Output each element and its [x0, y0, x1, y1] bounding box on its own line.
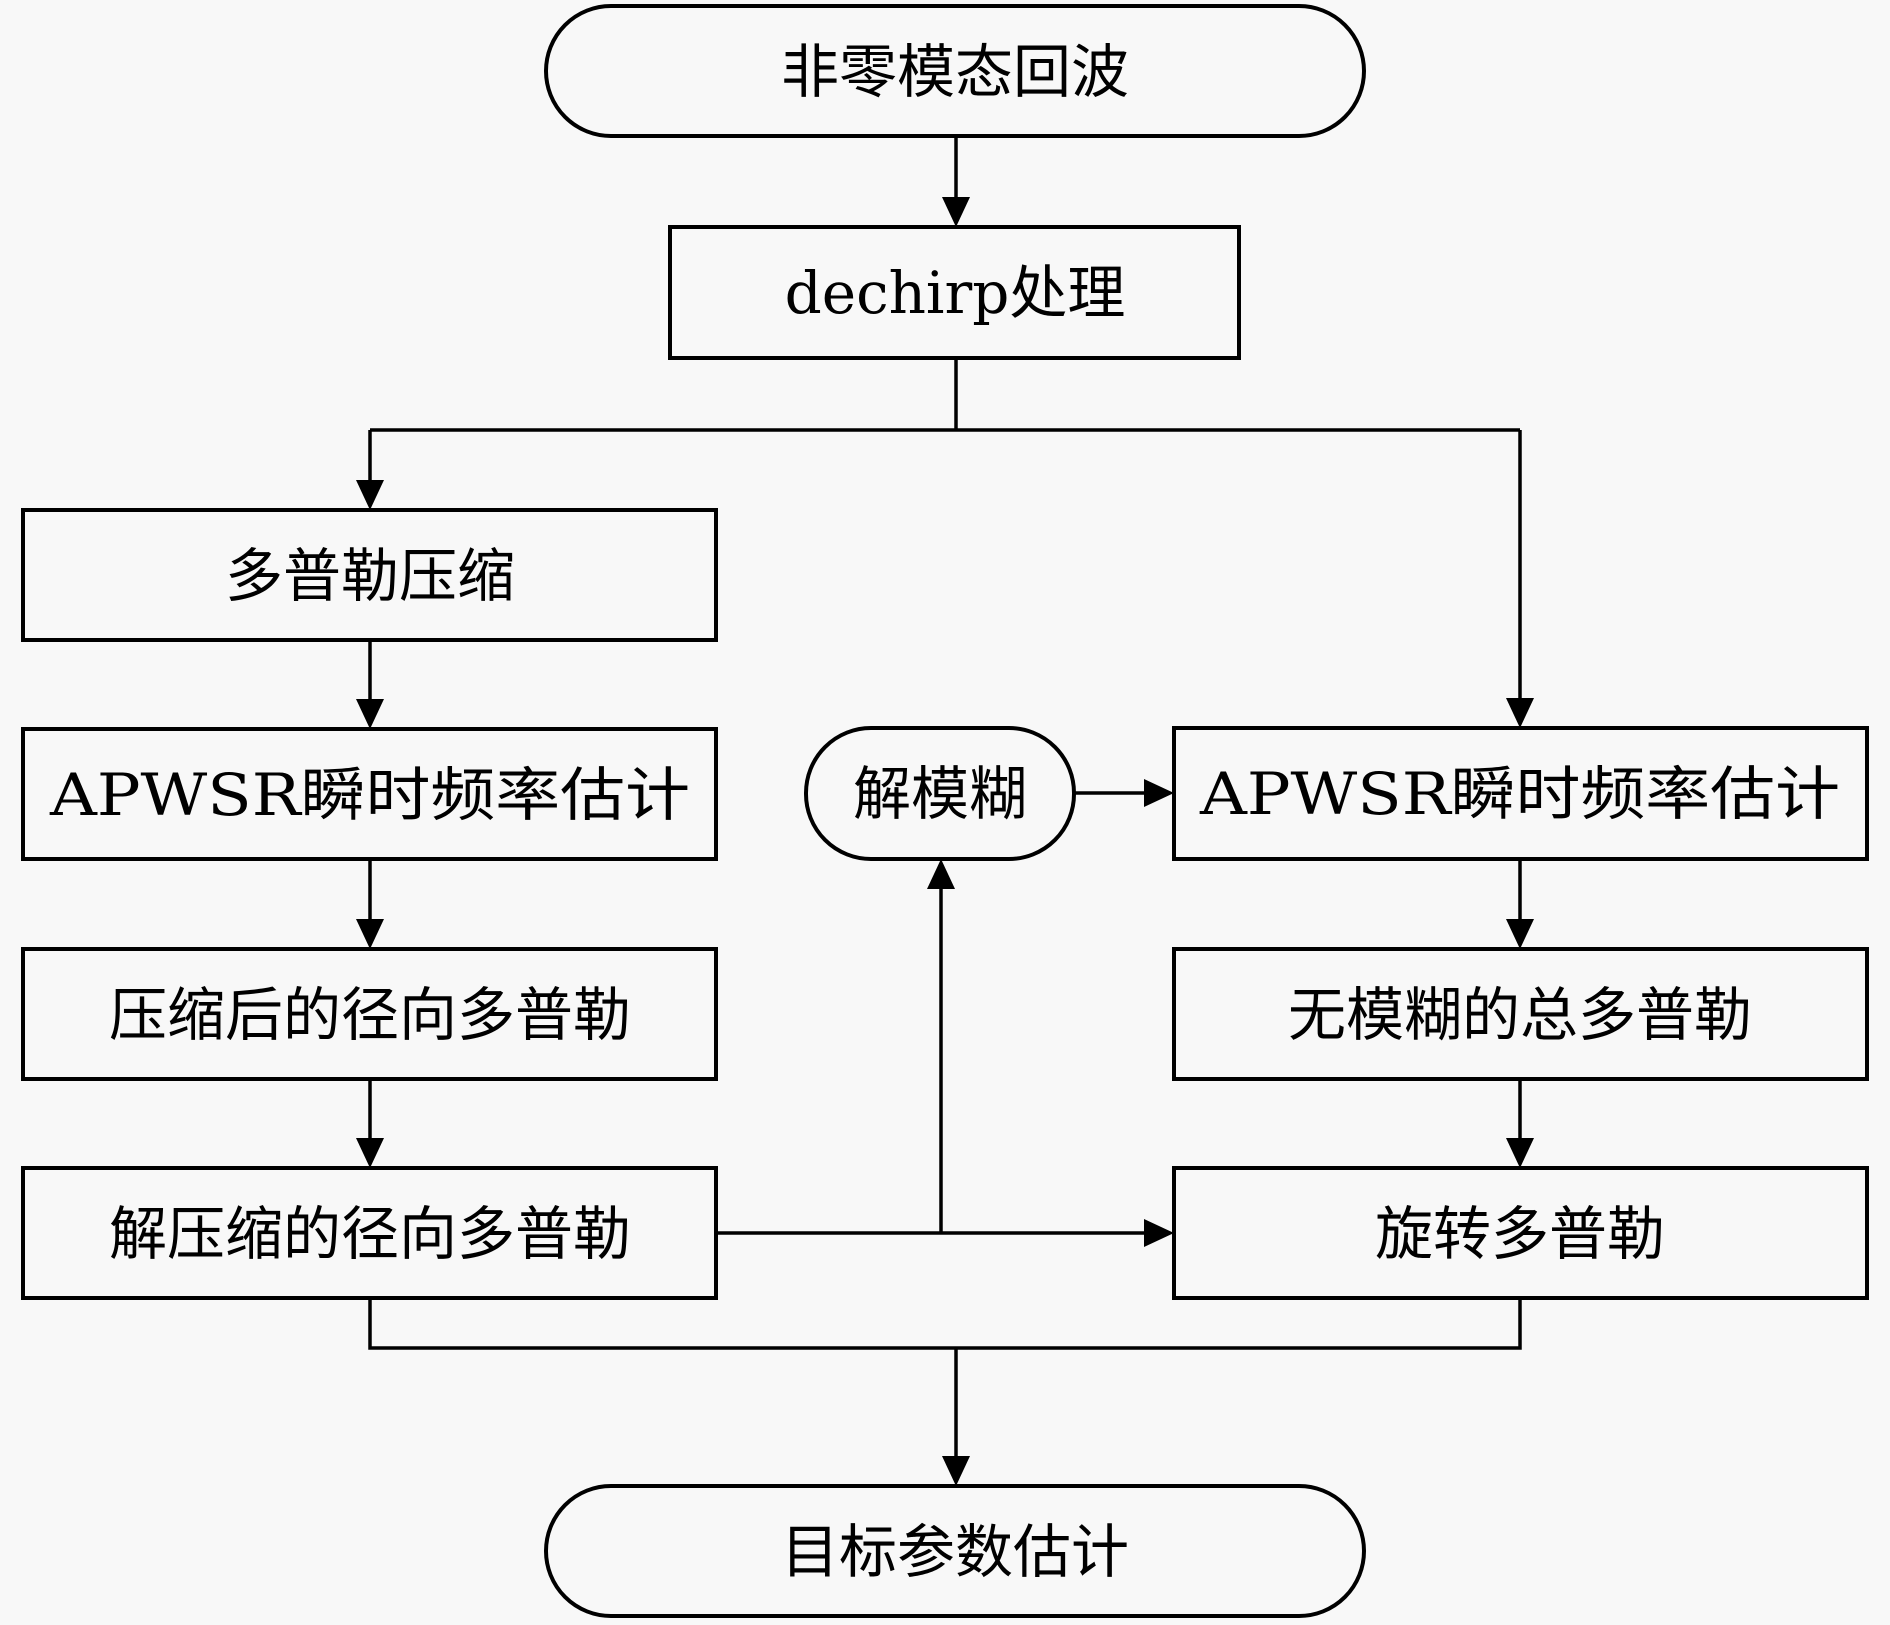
arrowhead-doppler-compress	[356, 480, 384, 510]
process-shape	[1172, 947, 1869, 1081]
process-shape	[21, 727, 718, 861]
node-label: 压缩后的径向多普勒	[109, 981, 631, 1049]
terminal-shape	[544, 4, 1366, 138]
node-deambiguity: 解模糊	[804, 726, 1076, 861]
node-label: 多普勒压缩	[225, 542, 515, 610]
node-apwsr-right: APWSR瞬时频率估计	[1172, 726, 1869, 861]
node-label: APWSR瞬时频率估计	[49, 761, 690, 829]
node-label: 解压缩的径向多普勒	[109, 1200, 631, 1268]
node-label: 非零模态回波	[781, 38, 1129, 106]
node-start: 非零模态回波	[544, 4, 1366, 138]
edge-merge-to-end	[368, 1298, 1522, 1466]
node-compressed-radial: 压缩后的径向多普勒	[21, 947, 718, 1081]
arrowhead-apwsr-left	[356, 699, 384, 729]
node-label: 无模糊的总多普勒	[1288, 981, 1752, 1049]
node-rotational: 旋转多普勒	[1172, 1166, 1869, 1300]
arrowhead-apwsr-right	[1506, 698, 1534, 728]
arrowhead-rotational	[1144, 1219, 1174, 1247]
arrowhead-end	[942, 1456, 970, 1486]
terminal-shape	[544, 1484, 1366, 1618]
process-shape	[21, 1166, 718, 1300]
node-label: 旋转多普勒	[1375, 1200, 1665, 1268]
process-shape	[668, 225, 1241, 360]
node-unambiguous-total: 无模糊的总多普勒	[1172, 947, 1869, 1081]
arrowhead-rotational-from-unambiguous	[1506, 1138, 1534, 1168]
process-shape	[1172, 726, 1869, 861]
node-end: 目标参数估计	[544, 1484, 1366, 1618]
node-label: dechirp处理	[785, 259, 1126, 327]
arrowhead-compressed	[356, 919, 384, 949]
process-shape	[21, 508, 718, 642]
node-label: 目标参数估计	[781, 1518, 1129, 1586]
node-dechirp: dechirp处理	[668, 225, 1241, 360]
node-label: APWSR瞬时频率估计	[1199, 760, 1840, 828]
node-label: 解模糊	[853, 760, 1027, 828]
node-decompressed-radial: 解压缩的径向多普勒	[21, 1166, 718, 1300]
process-shape	[21, 947, 718, 1081]
process-shape	[1172, 1166, 1869, 1300]
arrowhead-deambiguity	[927, 859, 955, 889]
edge-dechirp-split	[370, 358, 1520, 432]
node-apwsr-left: APWSR瞬时频率估计	[21, 727, 718, 861]
node-doppler-compress: 多普勒压缩	[21, 508, 718, 642]
arrowhead-decompressed	[356, 1138, 384, 1168]
arrowhead-apwsr-right-from-deambiguity	[1144, 779, 1174, 807]
arrowhead-dechirp	[942, 197, 970, 227]
terminal-shape	[804, 726, 1076, 861]
edges	[356, 136, 1534, 1486]
arrowhead-unambiguous	[1506, 919, 1534, 949]
